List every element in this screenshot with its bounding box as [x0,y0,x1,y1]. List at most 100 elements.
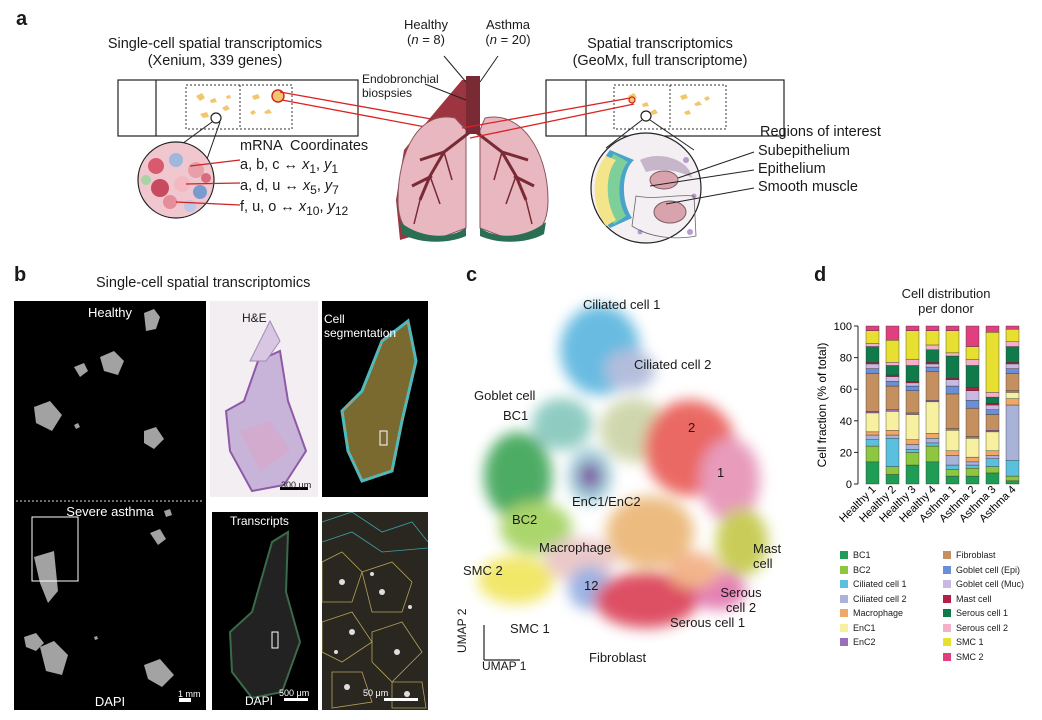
label-mast: Mast cell [753,541,781,571]
legend-label: Fibroblast [956,550,996,560]
panel-d-title: Cell distribution per donor [874,286,1018,316]
bar-segment [945,355,960,379]
bar-segment [945,352,960,357]
bar-segment [945,377,960,380]
bar-segment [945,475,960,485]
healthy-cohort-title: Healthy [403,17,449,32]
bar-segment [945,385,960,395]
legend-label: Serous cell 1 [956,608,1009,618]
legend-item: SMC 1 [943,637,984,648]
bar-segment [965,464,980,469]
bar-segment [925,362,940,365]
legend-item: SMC 2 [943,652,984,663]
severe-asthma-image-label: Severe asthma [66,504,154,519]
legend-label: SMC 1 [956,637,984,647]
bar-segment [925,371,940,401]
y-tick-label: 60 [840,384,852,396]
legend-label: Ciliated cell 1 [853,579,907,589]
bar-segment [885,365,900,376]
xenium-title: Single-cell spatial transcriptomics (Xen… [70,36,360,70]
transcripts-tissue [228,530,308,701]
bar-segment [925,344,940,350]
bar-segment [905,385,920,391]
bar-segment [985,325,1000,333]
panel-b-title: Single-cell spatial transcriptomics [96,275,311,291]
bar-segment [1005,341,1020,347]
legend-swatch [840,551,848,559]
bar-segment [925,325,940,331]
bar-segment [925,442,940,447]
label-bc2: BC2 [512,512,538,527]
label-ciliated-1: Ciliated cell 1 [583,297,661,312]
bar-segment [865,445,880,463]
bar-segment [985,404,1000,410]
healthy-cohort-n: (n = 8) [407,32,445,47]
umap-plot [478,305,768,661]
mrna-label: mRNA [240,138,283,154]
legend-label: SMC 2 [956,651,984,662]
bar-segment [865,343,880,347]
legend-swatch [943,594,951,603]
bar-segment [1005,480,1020,485]
bar-segment [925,401,940,434]
bar-segment [865,412,880,433]
label-smc1: SMC 1 [510,621,550,636]
legend-item: Ciliated cell 1 [840,579,907,590]
bar-segment [905,365,920,382]
roi-epithelium: Epithelium [758,161,826,177]
roi-title: Regions of interest [760,124,881,140]
legend-item: BC1 [840,550,871,561]
roi-smooth-muscle: Smooth muscle [758,179,858,195]
bar-segment [945,379,960,387]
bar-segment [965,467,980,477]
bar-segment [985,332,1000,393]
bar-segment [1005,368,1020,374]
bar-segment [865,330,880,344]
legend-item: Goblet cell (Muc) [943,579,1024,590]
bar-segment [865,363,880,369]
xenium-title-line1: Single-cell spatial transcriptomics [107,36,323,52]
panel-d-letter: d [814,264,827,286]
label-ciliated-2: Ciliated cell 2 [634,357,712,372]
label-fibroblast: Fibroblast [589,650,647,665]
bar-segment [865,325,880,331]
legend-label: BC2 [853,564,871,575]
bar-segment [1005,363,1020,369]
scale-50um: 50 μm [363,688,389,698]
cell-segmentation-image [322,301,428,497]
bar-segment [985,392,1000,398]
bar-segment [1005,346,1020,363]
label-macrophage: Macrophage [539,540,612,555]
zoom-transcripts-cells [321,511,429,709]
bar-segment [885,362,900,366]
bar-segment [905,452,920,466]
mrna-row-1: a, b, c ↔ x1, y1 [240,157,339,176]
legend-label: Goblet cell (Epi) [956,564,1021,575]
stacked-bar-chart: Cell fraction (% of total)020406080100He… [815,321,1020,525]
label-n1: 1 [717,465,725,480]
bar-segment [905,449,920,453]
bar-segment [885,411,900,431]
bar-segment [985,450,1000,456]
legend-item: Ciliated cell 2 [840,594,907,605]
bar-segment [865,439,880,447]
legend-swatch [840,609,848,617]
label-mast-line1: Mast [753,541,782,556]
bar-segment [965,390,980,401]
legend-item: Goblet cell (Epi) [943,565,1020,576]
segmentation-tissue [340,318,418,483]
bar-segment [985,414,1000,431]
label-smc2: SMC 2 [463,563,503,578]
y-tick-label: 40 [840,416,852,428]
bar-segment [945,450,960,456]
y-tick-label: 20 [840,447,852,459]
label-bc1: BC1 [503,408,529,423]
legend-label: Ciliated cell 2 [853,593,907,604]
umap2-label: UMAP 2 [455,608,469,653]
bar-segment [1005,392,1020,399]
geomx-title-line2: (GeoMx, full transcriptome) [572,53,748,69]
bar-segment [865,368,880,374]
bar-segment [885,437,900,467]
healthy-cohort-label: Healthy (n = 8) [386,17,466,47]
